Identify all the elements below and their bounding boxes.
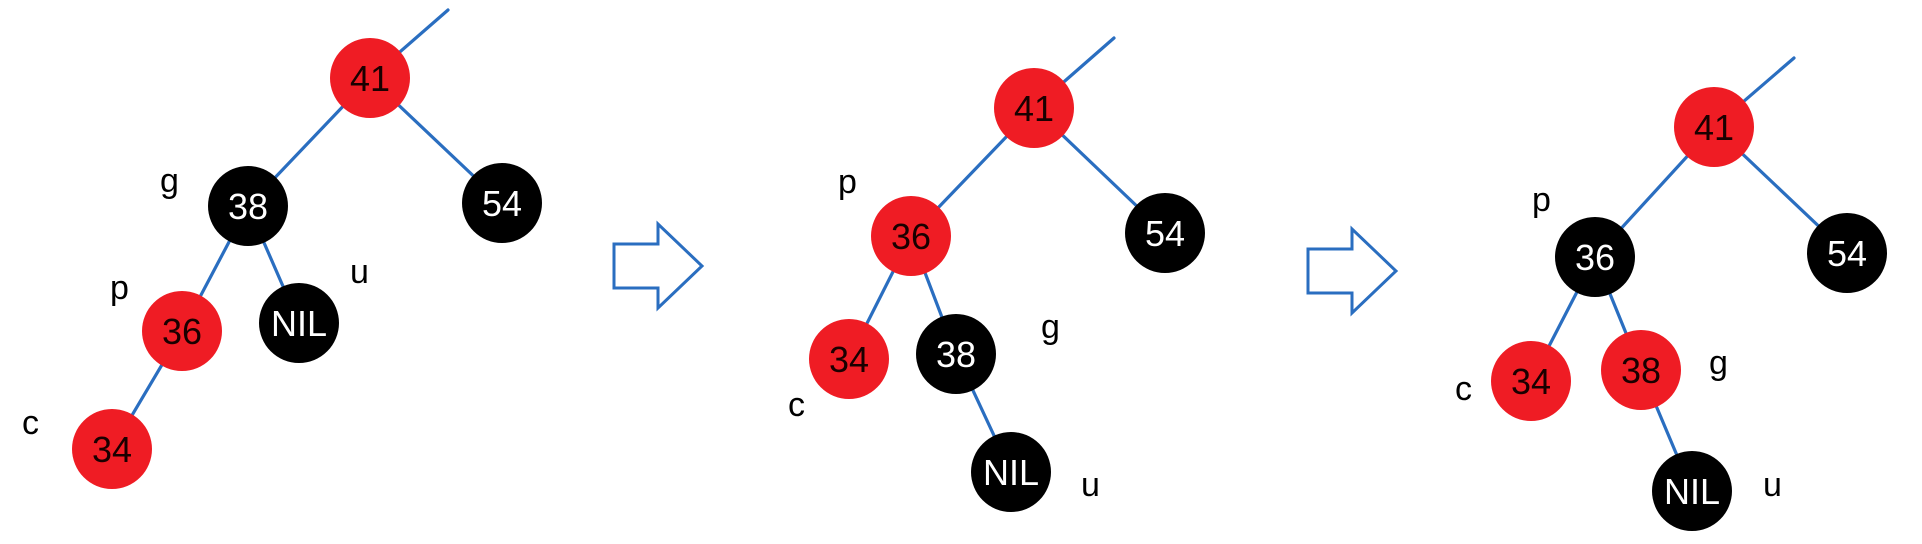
tree-node-34: 34 <box>1491 341 1571 421</box>
annotation-c: c <box>788 386 805 424</box>
node-circle <box>1652 451 1732 531</box>
tree-node-36: 36 <box>871 196 951 276</box>
node-circle <box>1555 217 1635 297</box>
node-label: 34 <box>829 339 869 380</box>
tree-node-38: 38 <box>208 166 288 246</box>
annotation-c: c <box>1455 370 1472 408</box>
right-arrow-icon <box>1306 225 1399 317</box>
node-label: 38 <box>1621 350 1661 391</box>
node-circle <box>330 38 410 118</box>
tree-node-nil: NIL <box>971 432 1051 512</box>
annotation-g: g <box>160 162 179 200</box>
node-label: 54 <box>482 183 522 224</box>
node-circle <box>208 166 288 246</box>
annotation-p: p <box>1532 181 1551 219</box>
annotation-u: u <box>1763 466 1782 504</box>
tree-node-41: 41 <box>330 38 410 118</box>
node-label: 54 <box>1827 233 1867 274</box>
node-label: 38 <box>228 186 268 227</box>
annotation-g: g <box>1709 344 1728 382</box>
node-circle <box>916 314 996 394</box>
node-label: 54 <box>1145 213 1185 254</box>
annotation-g: g <box>1041 308 1060 346</box>
tree-node-34: 34 <box>809 319 889 399</box>
annotation-p: p <box>110 269 129 307</box>
node-circle <box>259 283 339 363</box>
node-label: NIL <box>271 303 327 344</box>
node-label: 36 <box>1575 237 1615 278</box>
tree-node-36: 36 <box>1555 217 1635 297</box>
node-circle <box>994 68 1074 148</box>
tree-node-34: 34 <box>72 409 152 489</box>
node-label: 36 <box>162 311 202 352</box>
node-circle <box>971 432 1051 512</box>
annotation-u: u <box>1081 466 1100 504</box>
tree-node-41: 41 <box>1674 87 1754 167</box>
node-circle <box>1601 330 1681 410</box>
tree-node-36: 36 <box>142 291 222 371</box>
right-arrow-icon <box>612 220 705 312</box>
node-circle <box>72 409 152 489</box>
annotation-u: u <box>350 253 369 291</box>
node-label: 36 <box>891 216 931 257</box>
node-label: 34 <box>1511 361 1551 402</box>
node-label: 41 <box>350 58 390 99</box>
labels-layer: g p u c p g c u p c g u <box>22 162 1782 504</box>
node-label: NIL <box>983 452 1039 493</box>
node-label: 41 <box>1694 107 1734 148</box>
node-label: NIL <box>1664 471 1720 512</box>
tree-node-54: 54 <box>1807 213 1887 293</box>
tree-node-nil: NIL <box>1652 451 1732 531</box>
tree-node-38: 38 <box>916 314 996 394</box>
node-circle <box>462 163 542 243</box>
node-label: 41 <box>1014 88 1054 129</box>
node-circle <box>1807 213 1887 293</box>
node-circle <box>1125 193 1205 273</box>
tree-node-38: 38 <box>1601 330 1681 410</box>
node-circle <box>871 196 951 276</box>
node-circle <box>1491 341 1571 421</box>
node-label: 34 <box>92 429 132 470</box>
node-circle <box>142 291 222 371</box>
tree-node-54: 54 <box>1125 193 1205 273</box>
annotation-c: c <box>22 404 39 442</box>
tree-node-54: 54 <box>462 163 542 243</box>
arrows-layer <box>612 220 1399 317</box>
tree-node-nil: NIL <box>259 283 339 363</box>
tree-node-41: 41 <box>994 68 1074 148</box>
annotation-p: p <box>838 163 857 201</box>
node-circle <box>1674 87 1754 167</box>
node-circle <box>809 319 889 399</box>
node-label: 38 <box>936 334 976 375</box>
